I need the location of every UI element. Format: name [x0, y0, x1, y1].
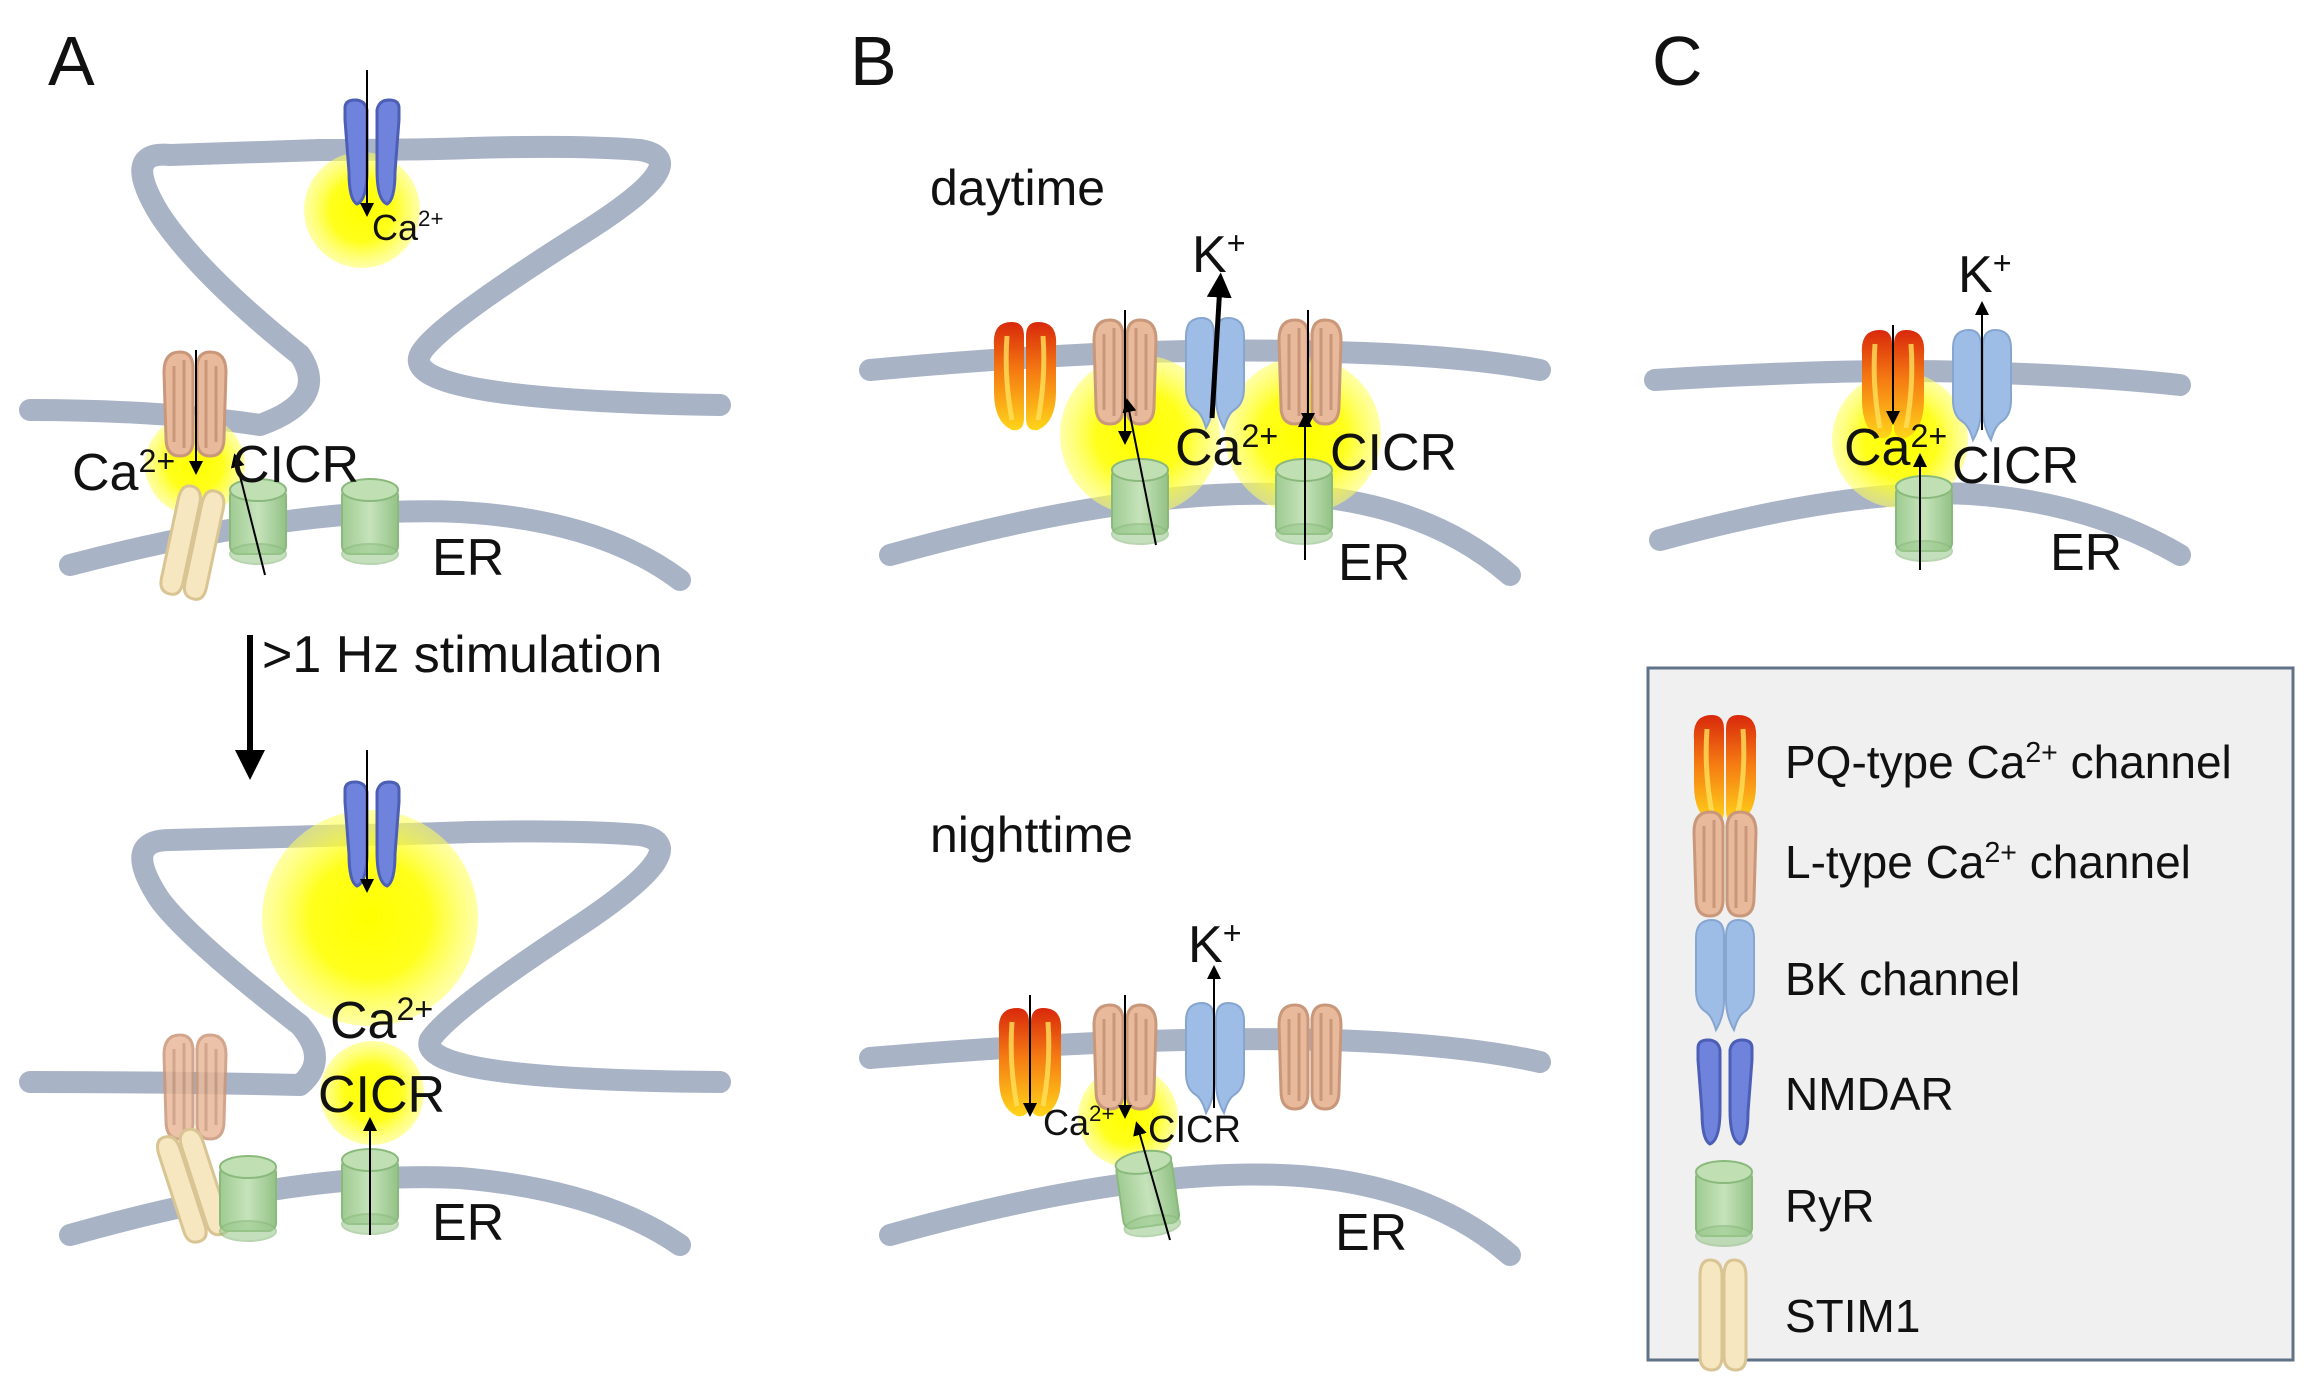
k-efflux-arrow [1206, 272, 1232, 419]
cicr-label: CICR [1148, 1109, 1241, 1151]
stimulation-label: >1 Hz stimulation [262, 626, 662, 684]
calcium-glow [262, 810, 478, 1026]
legend-label: PQ-type Ca2+ channel [1785, 736, 2232, 788]
spine-membrane-a-bottom [19, 820, 731, 1096]
cicr-arrow [230, 453, 266, 576]
er-membrane-c [1649, 482, 2191, 566]
ryr-channel [219, 1155, 277, 1242]
er-membrane-b-night [879, 1163, 1521, 1266]
er-label: ER [432, 529, 504, 587]
legend: PQ-type Ca2+ channel L-type Ca2+ channel… [1646, 666, 2295, 1372]
panel-a-bottom: Ca2+ CICR ER [19, 750, 731, 1256]
panel-b-nighttime: nighttime K+ Ca2+ CICR ER [859, 807, 1551, 1266]
daytime-label: daytime [930, 160, 1105, 216]
ca-label: Ca2+ [330, 991, 433, 1050]
legend-label: L-type Ca2+ channel [1785, 836, 2191, 888]
cicr-arrow [1133, 1121, 1171, 1241]
k-label: K+ [1188, 915, 1242, 974]
cicr-arrow [1122, 398, 1157, 546]
panel-b-daytime: daytime K+ Ca2+ CICR ER [859, 160, 1551, 592]
pq-type-channel [994, 322, 1056, 430]
legend-item-nmdar: NMDAR [1696, 1038, 1954, 1146]
ryr-icon [1695, 1160, 1753, 1247]
calcium-glow [320, 1041, 424, 1145]
ca-label: Ca2+ [372, 206, 443, 248]
k-label: K+ [1958, 245, 2012, 304]
legend-item-bk: BK channel [1695, 919, 2020, 1031]
cicr-label: CICR [1330, 424, 1457, 482]
legend-item-stim1: STIM1 [1698, 1258, 1920, 1372]
cicr-label: CICR [232, 436, 359, 494]
legend-label: BK channel [1785, 953, 2020, 1005]
panel-letter-b: B [850, 22, 897, 100]
panel-a-top: Ca2+ Ca2+ CICR ER [19, 70, 731, 603]
ca-label: Ca2+ [72, 443, 175, 502]
er-label: ER [1338, 534, 1410, 592]
stim1-icon [1698, 1258, 1748, 1372]
calcium-glow [1225, 357, 1381, 513]
er-membrane-b-day [879, 482, 1521, 586]
nighttime-label: nighttime [930, 807, 1133, 863]
ca-label: Ca2+ [1844, 418, 1947, 477]
ryr-channel [1895, 475, 1953, 562]
legend-item-l-type: L-type Ca2+ channel [1692, 810, 2191, 918]
k-label: K+ [1192, 225, 1246, 284]
ca-label: Ca2+ [1175, 418, 1278, 477]
er-label: ER [432, 1194, 504, 1252]
panel-c: K+ Ca2+ CICR ER [1644, 245, 2191, 582]
spine-membrane-a-top [19, 135, 731, 436]
legend-item-ryr: RyR [1695, 1160, 1874, 1247]
cicr-label: CICR [318, 1066, 445, 1124]
ca-label: Ca2+ [1043, 1101, 1114, 1143]
stimulation-transition: >1 Hz stimulation [235, 626, 662, 780]
ryr-channel [1111, 458, 1169, 545]
l-type-channel [1277, 1003, 1343, 1111]
panel-letter-c: C [1652, 22, 1703, 100]
er-label: ER [1335, 1204, 1407, 1262]
cicr-label: CICR [1952, 437, 2079, 495]
legend-item-pq: PQ-type Ca2+ channel [1694, 715, 2232, 823]
legend-label: NMDAR [1785, 1068, 1954, 1120]
er-label: ER [2050, 524, 2122, 582]
panel-letter-a: A [48, 22, 95, 100]
legend-label: RyR [1785, 1180, 1874, 1232]
legend-label: STIM1 [1785, 1290, 1920, 1342]
